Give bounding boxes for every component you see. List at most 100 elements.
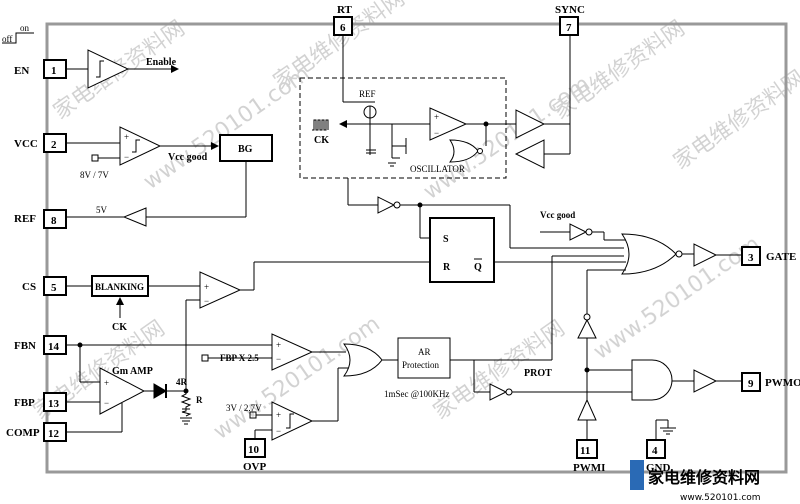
pin-fbp: FBP 13 (14, 392, 67, 412)
svg-text:COMP: COMP (6, 427, 40, 439)
pin-ref: REF 8 (14, 209, 67, 229)
svg-text:12: 12 (48, 428, 60, 440)
svg-text:13: 13 (48, 398, 60, 410)
vcc-good-label: Vcc good (168, 152, 208, 163)
svg-text:PWMI: PWMI (573, 462, 605, 474)
svg-text:−: − (276, 426, 281, 436)
ar-protection-block (397, 337, 451, 379)
r1-label: R (196, 395, 203, 405)
en-buffer (87, 49, 130, 89)
svg-text:家电维修资料网: 家电维修资料网 (648, 468, 760, 487)
sr-q-label: Q (474, 262, 482, 273)
pin-gate: 3 GATE (741, 246, 796, 266)
svg-text:8: 8 (51, 215, 57, 227)
svg-text:11: 11 (580, 445, 590, 457)
blanking-label: BLANKING (95, 282, 144, 292)
en-waveform (2, 32, 34, 44)
svg-text:+: + (104, 378, 109, 388)
ck-blank-label: CK (112, 322, 127, 333)
pwmi-inverter (577, 318, 597, 339)
ovp-comparator (271, 401, 314, 441)
svg-text:+: + (276, 410, 281, 420)
svg-text:SYNC: SYNC (555, 4, 585, 16)
svg-text:+: + (434, 112, 439, 122)
svg-text:家电维修资料网: 家电维修资料网 (669, 66, 800, 175)
svg-text:−: − (104, 398, 109, 408)
enable-label: Enable (146, 57, 177, 68)
ck-osc-label: CK (314, 135, 329, 146)
svg-text:+: + (276, 340, 281, 350)
osc-comparator (429, 107, 468, 141)
site-logo: 家电维修资料网 www.520101.com (630, 460, 761, 503)
svg-text:−: − (204, 296, 209, 306)
svg-text:GND: GND (646, 462, 671, 474)
svg-text:GATE: GATE (766, 251, 796, 263)
pin-sync: SYNC 7 (555, 4, 585, 36)
sr-s-label: S (443, 234, 449, 245)
resistor-4r (180, 391, 192, 409)
svg-text:REF: REF (14, 213, 36, 225)
svg-text:www.520101.com: www.520101.com (680, 493, 761, 503)
pin-ovp: 10 OVP (243, 438, 267, 473)
ref-osc-label: REF (359, 89, 376, 99)
svg-text:VCC: VCC (14, 138, 38, 150)
chip-outline (45, 22, 788, 474)
ovp-th-label: 3V / 2.7V (226, 403, 262, 413)
gm-amp (99, 367, 146, 415)
svg-text:5: 5 (51, 282, 57, 294)
svg-text:2: 2 (51, 139, 57, 151)
pin-en: EN 1 (14, 59, 67, 79)
pin-fbn: FBN 14 (14, 335, 67, 355)
ref-buffer (122, 207, 147, 227)
sr-latch (429, 217, 495, 283)
pin-vcc: VCC 2 (14, 133, 67, 153)
svg-text:6: 6 (340, 22, 346, 34)
off-label: off (2, 34, 12, 44)
clock-waveform (312, 119, 329, 131)
vccgood-inverter (569, 223, 588, 241)
svg-text:4: 4 (652, 445, 658, 457)
osc-inverter (377, 196, 396, 214)
svg-text:9: 9 (748, 378, 754, 390)
pin-rt: RT 6 (333, 4, 353, 36)
nor-gate (621, 233, 677, 275)
or-gate (343, 343, 383, 377)
bg-block (219, 134, 273, 162)
prot-inverter (489, 383, 508, 401)
diode (153, 383, 167, 399)
fbp-x-label: FBP X 2.5 (220, 353, 259, 363)
comparator-signs: +− +− +− +− +− +− (104, 112, 439, 436)
sync-buffer-in (514, 139, 545, 169)
svg-text:14: 14 (48, 341, 60, 353)
prot-label: PROT (524, 368, 552, 379)
svg-text:+: + (124, 132, 129, 142)
ar-time-label: 1mSec @100KHz (384, 389, 450, 399)
vcc-good-2-label: Vcc good (540, 210, 575, 220)
svg-text:3: 3 (748, 252, 754, 264)
pin-comp: COMP 12 (6, 422, 67, 442)
r4-label: 4R (176, 377, 188, 387)
pin-cs: CS 5 (22, 276, 67, 296)
fbn-comparator (271, 333, 314, 371)
oscillator-label: OSCILLATOR (410, 164, 465, 174)
sync-buffer-out (515, 109, 546, 139)
ar-line1: AR (418, 347, 431, 357)
resistor-r (181, 409, 192, 417)
bg-label: BG (238, 144, 253, 155)
ref-5v-label: 5V (96, 205, 108, 215)
svg-text:OVP: OVP (243, 461, 267, 473)
svg-text:7: 7 (566, 22, 572, 34)
svg-text:RT: RT (337, 4, 353, 16)
ar-line2: Protection (402, 360, 439, 370)
cs-comparator (199, 271, 242, 309)
gate-driver (693, 243, 718, 267)
svg-text:+: + (204, 282, 209, 292)
svg-text:10: 10 (248, 444, 260, 456)
on-label: on (20, 23, 30, 33)
svg-text:CS: CS (22, 281, 36, 293)
svg-text:EN: EN (14, 65, 29, 77)
oscillator-block (299, 77, 507, 179)
svg-text:PWMO: PWMO (765, 377, 800, 389)
pin-pwmi: 11 PWMI (573, 439, 605, 474)
